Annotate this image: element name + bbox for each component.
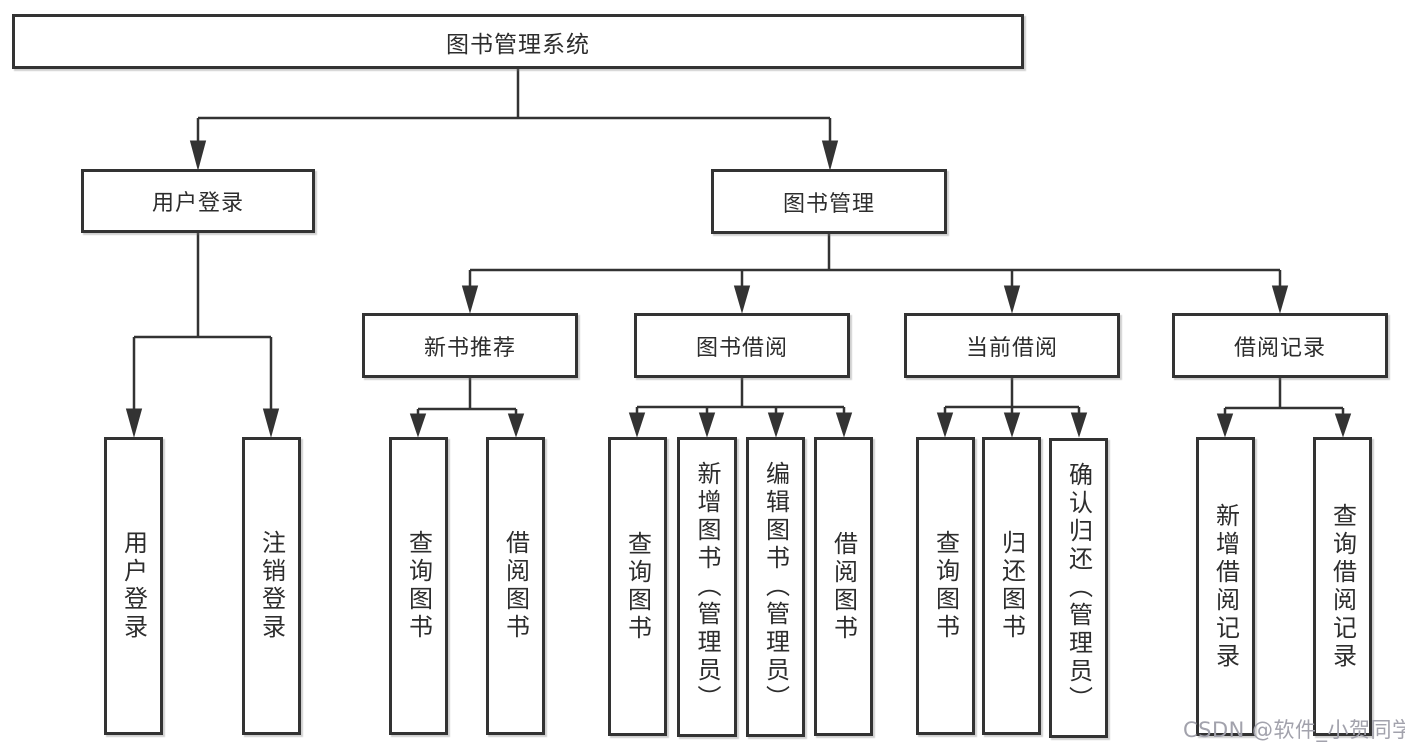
node-new-book-recommend: 新书推荐 (362, 313, 578, 378)
leaf-confirm-return-admin: 确认归还（管理员） (1049, 438, 1108, 738)
connector-book-borrowing (628, 378, 853, 438)
leaf-edit-books-admin: 编辑图书（管理员） (746, 437, 805, 737)
leaf-add-borrow-record: 新增借阅记录 (1196, 437, 1255, 736)
connector-current-borrowing (936, 378, 1088, 438)
node-root: 图书管理系统 (12, 14, 1024, 69)
leaf-query-borrow-record: 查询借阅记录 (1313, 437, 1372, 736)
connector-user-login (125, 233, 280, 438)
connector-borrowing-records (1216, 378, 1352, 438)
node-book-borrowing: 图书借阅 (634, 313, 850, 378)
connector-book-management (461, 234, 1289, 314)
leaf-query-books-current: 查询图书 (916, 437, 975, 735)
connector-new-book-recommend (409, 378, 525, 438)
node-user-login: 用户登录 (81, 169, 315, 233)
leaf-return-books: 归还图书 (982, 437, 1041, 735)
leaf-user-login: 用户登录 (104, 437, 163, 735)
leaf-borrow-books-recommend: 借阅图书 (486, 437, 545, 735)
leaf-query-books-borrowing: 查询图书 (608, 437, 667, 736)
leaf-borrow-books-borrowing: 借阅图书 (814, 437, 873, 736)
node-book-management: 图书管理 (711, 169, 947, 234)
csdn-watermark: CSDN @软件_小贺同学 (1183, 718, 1405, 742)
node-current-borrowing: 当前借阅 (904, 313, 1120, 378)
node-borrowing-records: 借阅记录 (1172, 313, 1388, 378)
leaf-logout: 注销登录 (242, 437, 301, 735)
leaf-add-books-admin: 新增图书（管理员） (677, 437, 737, 737)
leaf-query-books-recommend: 查询图书 (389, 437, 448, 735)
connector-root (189, 69, 839, 171)
